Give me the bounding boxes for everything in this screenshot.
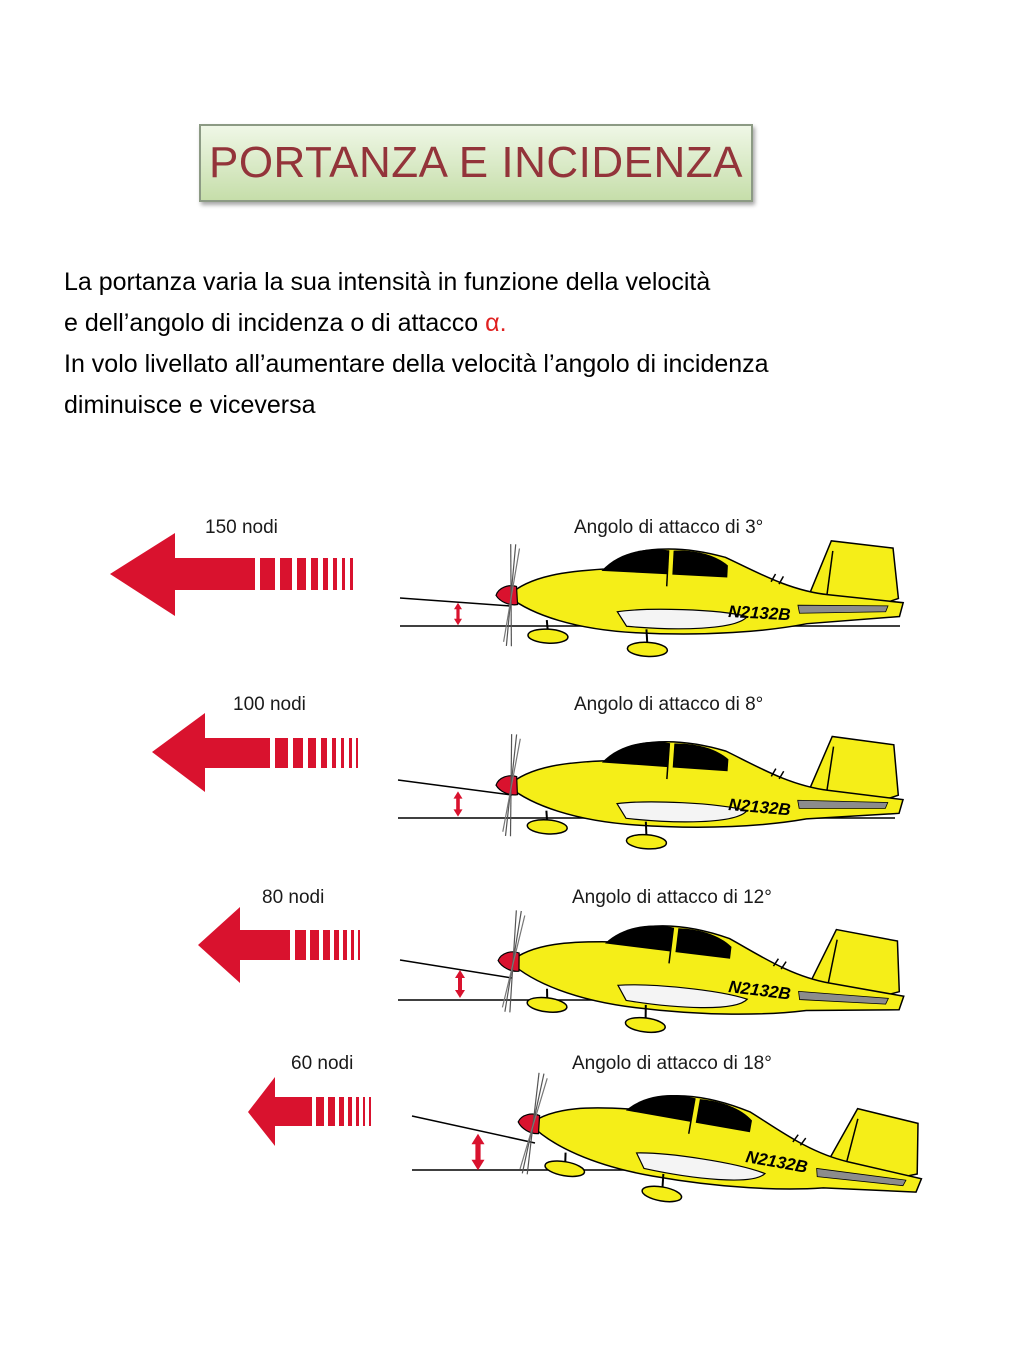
airplane-icon — [493, 523, 906, 669]
angle-indicator-arrow — [472, 1134, 485, 1170]
speed-arrow — [248, 1077, 371, 1146]
airplane-icon — [492, 889, 911, 1063]
case-row-1: 150 nodi Angolo di attacco di 3° N2132B — [110, 517, 906, 670]
registration-label: N2132B — [728, 602, 791, 624]
angle-label: Angolo di attacco di 18° — [572, 1053, 772, 1074]
chord-line — [412, 1116, 535, 1143]
case-row-4: 60 nodi Angolo di attacco di 18° N2132B — [248, 1051, 932, 1245]
speed-label: 60 nodi — [291, 1053, 353, 1074]
angle-label: Angolo di attacco di 3° — [574, 517, 763, 538]
angle-label: Angolo di attacco di 8° — [574, 694, 763, 715]
speed-arrow — [152, 713, 358, 792]
angle-indicator-arrow — [455, 970, 465, 998]
angle-indicator-arrow — [454, 791, 463, 816]
case-row-2: 100 nodi Angolo di attacco di 8° N2132B — [152, 694, 907, 866]
chord-line — [398, 780, 512, 795]
speed-arrow — [198, 907, 360, 983]
speed-label: 100 nodi — [233, 694, 306, 715]
speed-label: 80 nodi — [262, 887, 324, 908]
speed-arrow — [110, 533, 353, 616]
airplane-icon — [509, 1051, 932, 1245]
case-row-3: 80 nodi Angolo di attacco di 12° N2132B — [198, 887, 911, 1063]
airplane-icon — [492, 713, 907, 866]
angle-label: Angolo di attacco di 12° — [572, 887, 772, 908]
speed-label: 150 nodi — [205, 517, 278, 538]
chord-line — [400, 960, 512, 978]
angle-indicator-arrow — [454, 603, 462, 625]
chord-line — [400, 598, 510, 606]
